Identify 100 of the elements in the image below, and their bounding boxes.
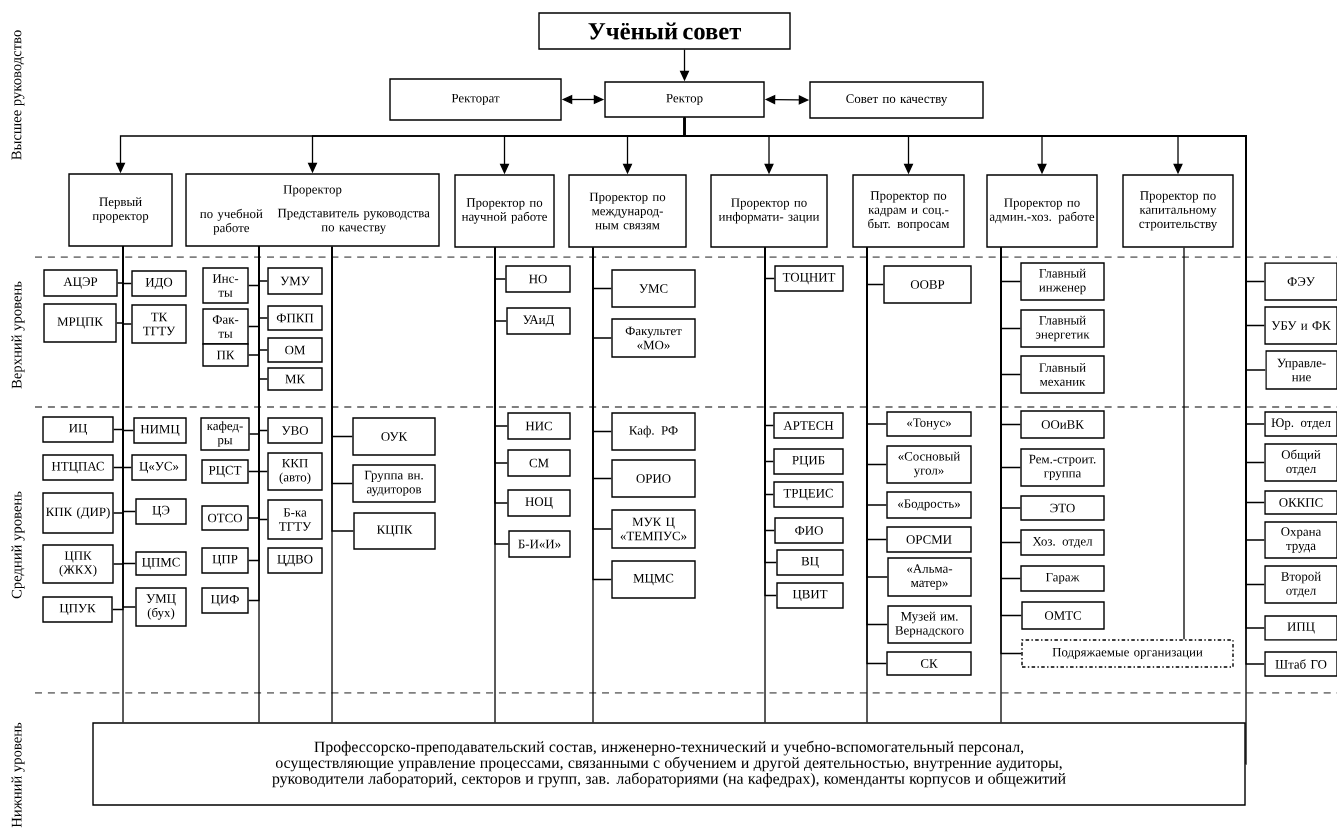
connector-line [683,117,1247,765]
org-box: «Альма- матер» [887,557,972,597]
connector-line [331,246,333,723]
connector-line [1000,247,1002,723]
org-box: УВО [267,417,323,444]
org-box: ТК ТГТУ [131,304,187,344]
level-label: Высшее руководство [11,30,25,160]
level-label: Нижний уровень [11,722,25,828]
org-box: УБУ и ФК [1264,306,1337,345]
org-box: Второй отдел [1264,565,1337,604]
org-box: Юр. отдел [1264,411,1337,437]
org-box: Каф. РФ [611,412,696,451]
connector-line [764,247,766,723]
org-box: ТОЦНИТ [774,265,844,292]
org-box: Музей им. Вернадского [887,605,972,644]
org-box: ЦДВО [267,547,323,574]
org-box: НОЦ [507,489,571,517]
org-box: Профессорско-преподавательский состав, инженерно-технический и учебно-вспомогательный персонал, осуществляющие управление процессами, связанными с обучением и другой деятельностью, внутренние аудиторы, руководители лабораторий, секторов и групп, зав. лабораториями (на кафедрах), коменданты корпусов и общежитий [92,722,1246,806]
org-box: Гараж [1020,565,1105,592]
org-box: СМ [507,449,571,477]
org-box: РЦИБ [773,448,844,475]
org-box: Хоз. отдел [1020,529,1105,556]
level-label: Верхний уровень [11,281,25,389]
org-box: МРЦПК [43,303,117,343]
org-box: ФЭУ [1264,262,1337,301]
org-box: Инс- ты [202,267,249,304]
org-box: ККП (авто) [267,452,323,491]
org-box: ОККПС [1264,490,1337,515]
org-box: УМС [611,269,696,308]
org-box: Проректор по админ.-хоз. работе [986,174,1098,248]
org-box: «Сосновый угол» [886,445,972,484]
org-box: ЦПУК [42,596,113,623]
org-box: Проректор по научной работе [454,174,555,248]
connector-line [494,247,496,723]
org-box: ОРИО [611,459,696,498]
org-box: МУК Ц «ТЕМПУС» [611,509,696,549]
org-box: Б-И«И» [508,530,571,558]
org-box: ЦВИТ [776,582,844,609]
org-box: Учёный совет [538,12,791,50]
org-box: УАиД [506,307,571,335]
org-box: ЦПР [201,547,249,574]
org-box: ОРСМИ [886,526,972,553]
org-box: ИПЦ [1264,615,1337,641]
org-box: КЦПК [353,512,436,550]
org-box: ОМ [267,337,323,363]
org-box: Ц«УС» [131,454,187,481]
org-box: НИС [507,412,571,440]
org-box: Проректор по кадрам и соц.- быт. вопросам [852,174,965,248]
org-box: Охрана труда [1264,521,1337,559]
org-box: СК [886,651,972,676]
org-box: ВЦ [776,549,844,576]
org-box: ИДО [131,270,187,297]
org-box: «Бодрость» [886,491,972,519]
org-box: Ректор [604,81,765,118]
org-box: ЦИФ [201,587,249,614]
org-box: Главный механик [1020,355,1105,394]
connector-line [866,247,868,723]
org-box: НИМЦ [133,417,187,444]
connector-line [1183,247,1185,640]
org-box: УМЦ (бух) [135,587,187,627]
org-box: Штаб ГО [1264,651,1337,677]
org-box: ООиВК [1020,410,1105,439]
org-box: Проректор по капитальному строительству [1122,174,1234,248]
org-box: МЦМС [611,560,696,599]
org-box: Совет по качеству [809,81,984,119]
org-box: Б-ка ТГТУ [267,499,323,540]
org-box: Проректор по учебной работе Представитель руководства по качеству [185,173,440,247]
org-box: ОТСО [201,505,249,531]
connector-line [258,246,260,723]
org-box: АЦЭР [43,269,118,297]
org-box: ОУК [352,417,436,456]
org-box: ООВР [883,265,972,304]
org-box: ЦПК (ЖКХ) [42,544,114,584]
org-box: Первый проректор [68,173,173,247]
org-box: ИЦ [42,416,114,443]
org-box: Проректор по информати- зации [710,174,828,248]
org-box: НТЦПАС [42,454,114,481]
org-box: Фак- ты [202,308,249,345]
org-box: Проректор по международ- ным связям [568,174,687,248]
org-box: Подряжаемые организации [1021,639,1234,668]
org-box: Ректорат [389,78,562,121]
org-box: УМУ [267,267,323,295]
org-box: МК [267,367,323,391]
org-box: РЦСТ [201,459,249,484]
org-box: ПК [202,343,249,367]
org-box: Общий отдел [1264,443,1337,482]
org-box: «Тонус» [886,411,972,437]
org-box: ЭТО [1020,495,1105,521]
org-box: КПК (ДИР) [42,492,114,534]
org-box: ФИО [774,517,844,544]
level-label: Средний уровень [11,491,25,599]
org-box: ТРЦЕИС [773,481,844,508]
org-box: Управле- ние [1265,350,1337,390]
org-box: ФПКП [267,305,323,331]
connector-line [122,246,124,723]
org-box: НО [505,265,571,293]
org-box: Рем.-строит. группа [1020,448,1105,487]
org-box: Факультет «МО» [611,318,696,358]
connector-line [592,247,594,723]
org-box: кафед- ры [200,417,250,451]
